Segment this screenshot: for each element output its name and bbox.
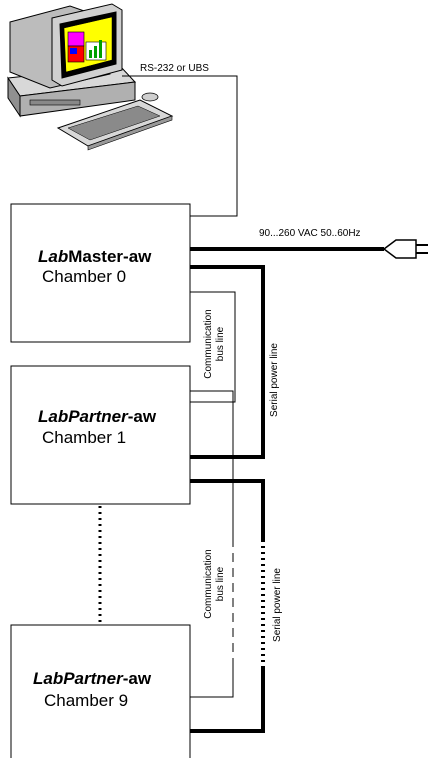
rs232-link-label: RS-232 or UBS: [140, 63, 209, 74]
chamber-9-name: Chamber 9: [44, 691, 128, 710]
comm-bus-line-bottom-upper: [190, 391, 233, 538]
rs232-link-line: [122, 76, 237, 216]
comm-bus-line-bottom-lower: [190, 660, 233, 697]
computer-icon: [8, 4, 172, 150]
serial-power-line-top: [190, 267, 263, 457]
serial-power-label-top: Serial power line: [269, 343, 280, 417]
chamber-0-title: LabMaster-aw: [38, 247, 152, 266]
chamber-1-name: Chamber 1: [42, 428, 126, 447]
serial-power-line-bottom-lower: [190, 668, 263, 731]
comm-bus-label-top-line2: bus line: [215, 326, 226, 361]
chamber-1-title: LabPartner-aw: [38, 407, 157, 426]
comm-bus-label-top-line1: Communication: [203, 309, 214, 378]
serial-power-line-bottom-upper: [190, 481, 263, 540]
chamber-9-title: LabPartner-aw: [33, 669, 152, 688]
serial-power-label-bottom: Serial power line: [272, 568, 283, 642]
comm-bus-label-bottom-line1: Communication: [203, 549, 214, 618]
chamber-0-name: Chamber 0: [42, 267, 126, 286]
power-plug-icon: [384, 240, 428, 258]
mains-power-label: 90...260 VAC 50..60Hz: [259, 228, 361, 239]
comm-bus-label-bottom-line2: bus line: [215, 566, 226, 601]
